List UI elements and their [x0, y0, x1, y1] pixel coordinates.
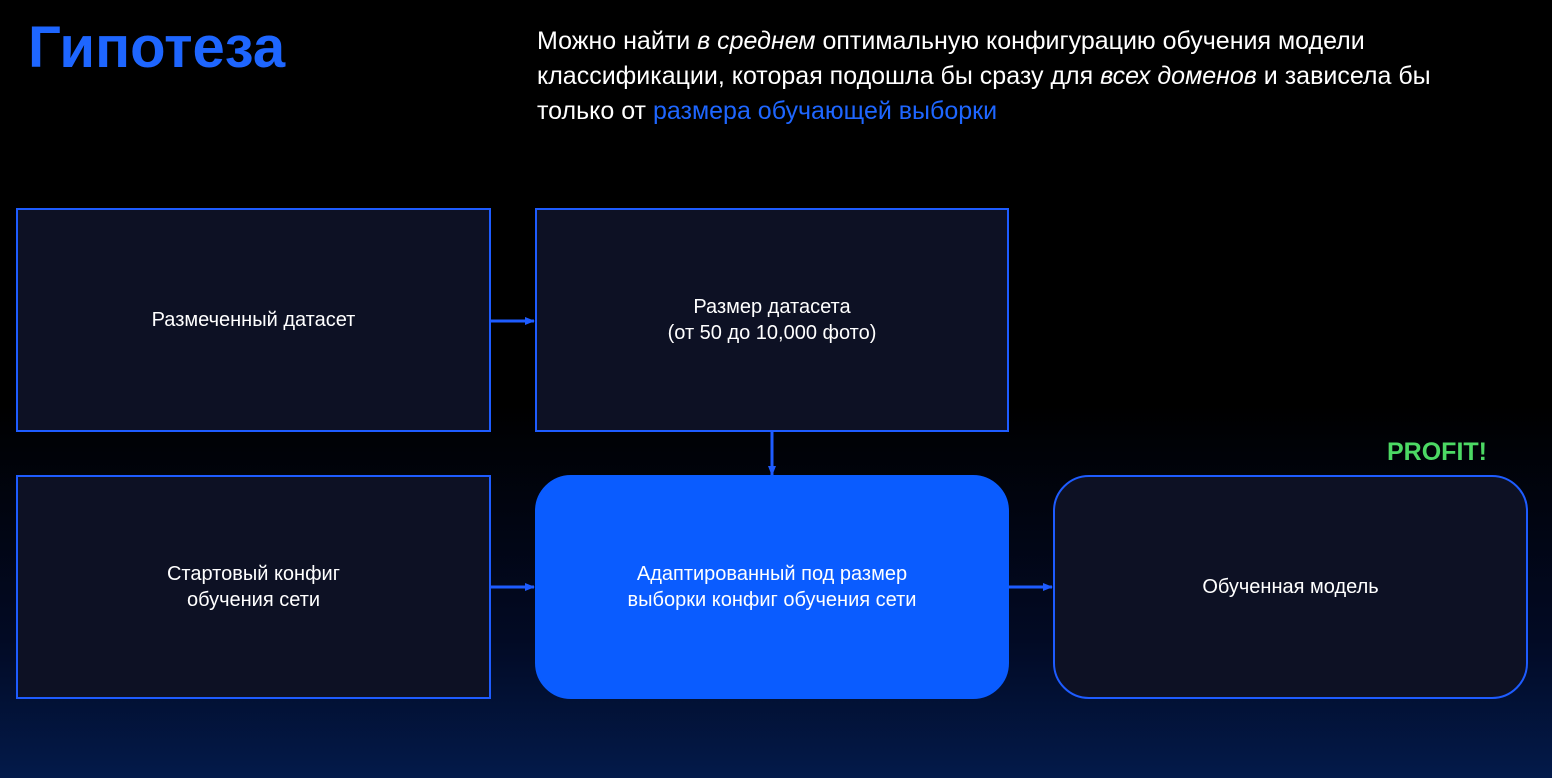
node-label: (от 50 до 10,000 фото)	[667, 322, 877, 344]
hypothesis-part-2: оптимальную конфигурацию обучения модели…	[537, 27, 1365, 90]
node-dataset-size: Размер датасета (от 50 до 10,000 фото)	[535, 208, 1009, 432]
node-label: выборки конфиг обучения сети	[627, 589, 917, 611]
node-label: Стартовый конфиг	[166, 563, 341, 585]
hypothesis-text: Можно найти в среднем оптимальную конфиг…	[537, 24, 1497, 129]
hypothesis-emphasis-average: в среднем	[697, 27, 816, 55]
node-label: Размер датасета	[693, 296, 851, 318]
node-trained-model: Обученная модель	[1053, 475, 1528, 699]
node-label: Обученная модель	[1202, 576, 1379, 598]
node-label: Адаптированный под размер	[636, 563, 908, 585]
hypothesis-highlight: размера обучающей выборки	[652, 97, 998, 125]
hypothesis-part-1: Можно найти	[537, 27, 698, 55]
hypothesis-part-3: и зависела бы только от	[537, 62, 1431, 125]
node-start-config: Стартовый конфиг обучения сети	[16, 475, 491, 699]
hypothesis-emphasis-all-domains: всех доменов	[1100, 62, 1257, 90]
node-label: Размеченный датасет	[151, 309, 356, 331]
node-label: обучения сети	[186, 589, 321, 611]
profit-label: PROFIT!	[1387, 438, 1487, 466]
node-labeled-dataset: Размеченный датасет	[16, 208, 491, 432]
node-adapted-config: Адаптированный под размер выборки конфиг…	[535, 475, 1009, 699]
slide-title: Гипотеза	[28, 15, 286, 80]
